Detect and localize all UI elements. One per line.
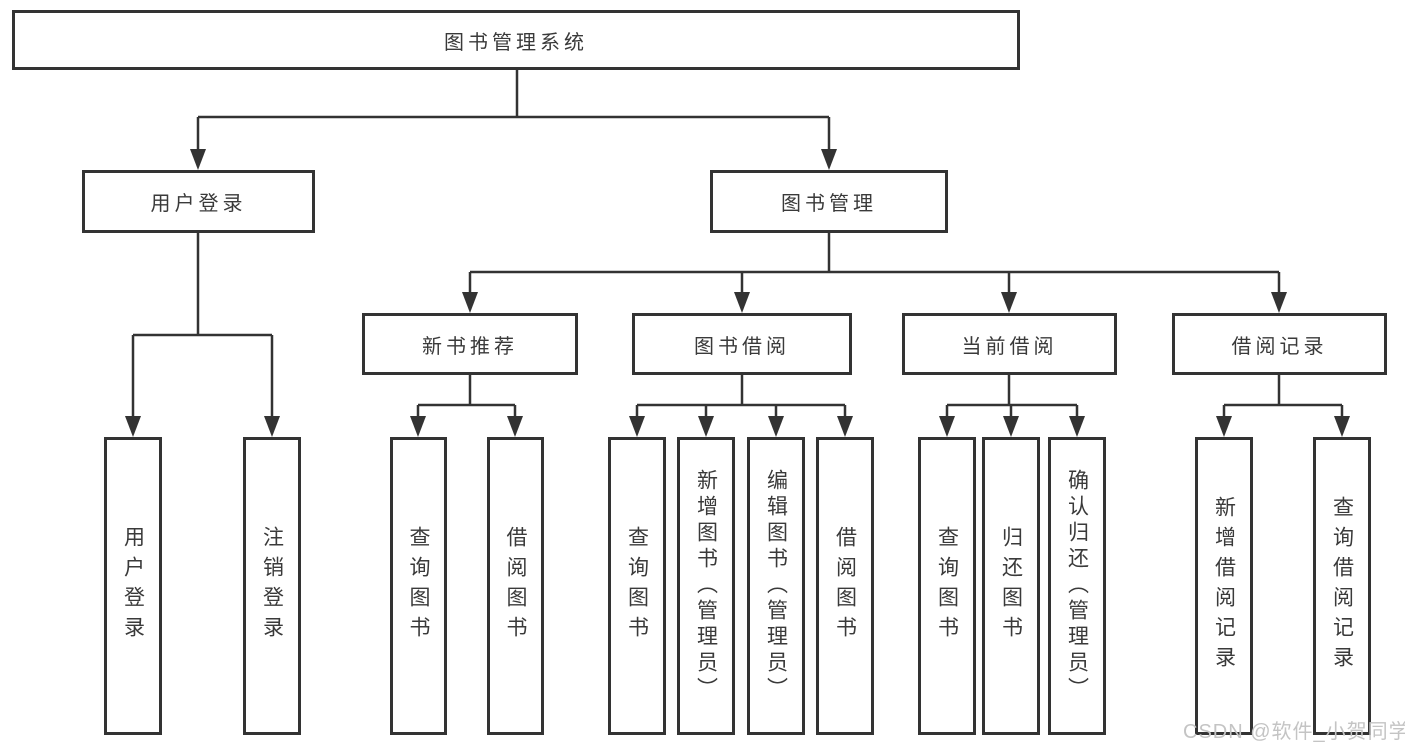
node-label: 查询图书 xyxy=(625,526,649,646)
node-user-login: 用户登录 xyxy=(82,170,315,233)
node-label: 编辑图书（管理员） xyxy=(764,469,788,703)
leaf-borrow-books-2: 借阅图书 xyxy=(816,437,874,735)
node-book-borrow: 图书借阅 xyxy=(632,313,852,375)
csdn-watermark: CSDN @软件_小贺同学 xyxy=(1183,721,1405,743)
node-label: 借阅图书 xyxy=(833,526,857,646)
leaf-borrow-books-1: 借阅图书 xyxy=(487,437,544,735)
leaf-return-books: 归还图书 xyxy=(982,437,1040,735)
node-book-management: 图书管理 xyxy=(710,170,948,233)
node-root: 图书管理系统 xyxy=(12,10,1020,70)
node-label: 查询借阅记录 xyxy=(1330,496,1354,676)
leaf-add-books-admin: 新增图书（管理员） xyxy=(677,437,735,735)
node-label: 确认归还（管理员） xyxy=(1065,469,1089,703)
node-label: 新增借阅记录 xyxy=(1212,496,1236,676)
leaf-logout: 注销登录 xyxy=(243,437,301,735)
leaf-query-books-2: 查询图书 xyxy=(608,437,666,735)
node-label: 用户登录 xyxy=(121,526,145,646)
node-current-borrow: 当前借阅 xyxy=(902,313,1117,375)
leaf-query-books-3: 查询图书 xyxy=(918,437,976,735)
leaf-confirm-return-admin: 确认归还（管理员） xyxy=(1048,437,1106,735)
node-new-book-recommend: 新书推荐 xyxy=(362,313,578,375)
node-label: 查询图书 xyxy=(935,526,959,646)
node-borrow-record: 借阅记录 xyxy=(1172,313,1387,375)
leaf-user-login: 用户登录 xyxy=(104,437,162,735)
node-label: 注销登录 xyxy=(260,526,284,646)
node-label: 借阅图书 xyxy=(504,526,527,646)
leaf-query-borrow-record: 查询借阅记录 xyxy=(1313,437,1371,735)
node-label: 新增图书（管理员） xyxy=(694,469,718,703)
leaf-edit-books-admin: 编辑图书（管理员） xyxy=(747,437,805,735)
node-label: 归还图书 xyxy=(999,526,1023,646)
leaf-query-books-1: 查询图书 xyxy=(390,437,447,735)
leaf-add-borrow-record: 新增借阅记录 xyxy=(1195,437,1253,735)
node-label: 查询图书 xyxy=(407,526,430,646)
